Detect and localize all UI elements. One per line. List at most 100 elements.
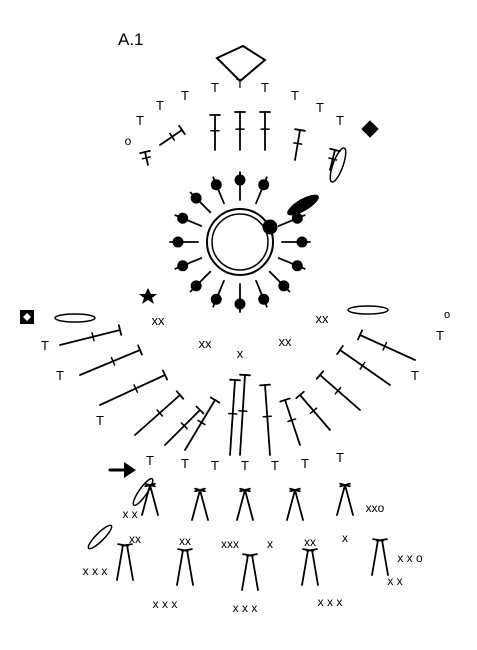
cluster-stitch xyxy=(301,549,309,586)
ring-start-dot xyxy=(262,219,278,235)
stitch-top xyxy=(279,397,291,403)
cluster-stitch xyxy=(199,489,209,521)
chain-dot xyxy=(278,280,290,292)
skirt-stitch xyxy=(59,329,121,346)
stitch-top xyxy=(239,373,251,377)
magic-ring xyxy=(206,208,278,276)
hdc-symbol: T xyxy=(146,453,154,468)
hdc-symbol: T xyxy=(241,458,249,473)
hdc-symbol: T xyxy=(261,80,269,95)
hdc-symbol: T xyxy=(436,328,444,343)
stitch-top xyxy=(376,538,388,542)
cluster-stitch xyxy=(126,544,134,581)
arrow-icon xyxy=(108,462,136,478)
stitch-top xyxy=(259,383,271,387)
chain-dot xyxy=(172,236,184,248)
cluster-stitch xyxy=(251,554,259,591)
stitch-top xyxy=(137,344,143,356)
hdc-symbol: T xyxy=(336,450,344,465)
hdc-symbol: T xyxy=(316,100,324,115)
hdc-symbol: T xyxy=(336,113,344,128)
hdc-symbol: T xyxy=(411,368,419,383)
stitch-bar xyxy=(228,412,238,415)
stitch-bar xyxy=(141,156,151,160)
stitch-top xyxy=(357,329,363,341)
skirt-stitch xyxy=(164,409,201,446)
stitch-top xyxy=(181,548,193,552)
upper-stitch xyxy=(159,129,183,146)
hdc-symbol: T xyxy=(291,88,299,103)
star-icon xyxy=(139,288,157,304)
upper-stitch xyxy=(294,129,301,161)
stitch-bar xyxy=(156,409,164,417)
hdc-symbol: T xyxy=(181,456,189,471)
stitch-top xyxy=(209,396,221,404)
sc-symbol: x x x xyxy=(83,564,108,578)
sc-symbol: x xyxy=(237,346,244,361)
sc-symbol: x x x xyxy=(318,595,343,609)
chain-dot xyxy=(177,260,189,272)
cluster-stitch xyxy=(286,489,296,521)
sc-symbol: x xyxy=(267,537,273,551)
slip-stitch-symbol: o xyxy=(125,134,132,148)
stitch-top xyxy=(229,378,241,382)
picot-filled xyxy=(287,194,319,216)
skirt-stitch xyxy=(319,374,361,411)
radial-stitches xyxy=(169,171,319,313)
skirt-stitch xyxy=(184,399,216,451)
sc-symbol: xx xyxy=(152,313,166,328)
stitch-top xyxy=(178,124,186,136)
skirt-stitch xyxy=(79,349,141,376)
cluster-stitch xyxy=(116,544,124,581)
skirt-stitch xyxy=(99,374,166,406)
sc-symbol: xxo xyxy=(366,501,385,515)
sc-symbol: x x x xyxy=(233,601,258,615)
stitch-bar xyxy=(169,132,176,141)
hdc-symbol: T xyxy=(211,458,219,473)
sc-symbol: xx xyxy=(199,336,213,351)
stitch-top xyxy=(144,482,156,488)
cluster-stitch xyxy=(191,489,201,521)
chain-dot xyxy=(234,298,246,310)
diamond-icon xyxy=(361,120,379,138)
stitch-top xyxy=(295,390,305,400)
cluster-stitch xyxy=(344,484,354,516)
skirt-stitch xyxy=(359,334,416,361)
sc-symbol: x x o xyxy=(397,551,423,565)
chain-dot xyxy=(210,293,222,305)
stitch-bar xyxy=(287,418,297,423)
stitch-bar xyxy=(133,384,139,393)
stitch-top xyxy=(329,147,341,153)
chain-dot xyxy=(258,293,270,305)
cluster-stitch xyxy=(294,489,304,521)
picot xyxy=(54,313,96,323)
stitch-top xyxy=(239,487,251,493)
hdc-symbol: T xyxy=(136,113,144,128)
cluster-stitch xyxy=(381,539,389,576)
stitch-bar xyxy=(382,341,388,351)
stitch-bar xyxy=(262,415,272,418)
upper-stitch xyxy=(329,149,336,171)
cluster-stitch xyxy=(186,549,194,586)
stitch-bar xyxy=(309,407,318,415)
sc-symbol: xx xyxy=(304,535,316,549)
sc-symbol: x x x xyxy=(153,597,178,611)
stitch-bar xyxy=(359,361,366,370)
hdc-symbol: T xyxy=(236,76,244,91)
stitch-top xyxy=(339,482,351,488)
stitch-bar xyxy=(180,422,188,430)
cluster-stitch xyxy=(236,489,246,521)
stitch-bar xyxy=(334,386,342,395)
stitch-top xyxy=(121,543,133,547)
hdc-symbol: T xyxy=(41,338,49,353)
stitch-top xyxy=(162,369,168,381)
hdc-symbol: T xyxy=(211,80,219,95)
chain-dot xyxy=(177,212,189,224)
chain-dot xyxy=(258,179,270,191)
skirt-stitch xyxy=(284,399,301,446)
stitch-top xyxy=(294,128,306,132)
stitch-top xyxy=(117,324,123,336)
chain-dot xyxy=(291,260,303,272)
hdc-symbol: T xyxy=(156,98,164,113)
stitch-top xyxy=(194,487,206,493)
